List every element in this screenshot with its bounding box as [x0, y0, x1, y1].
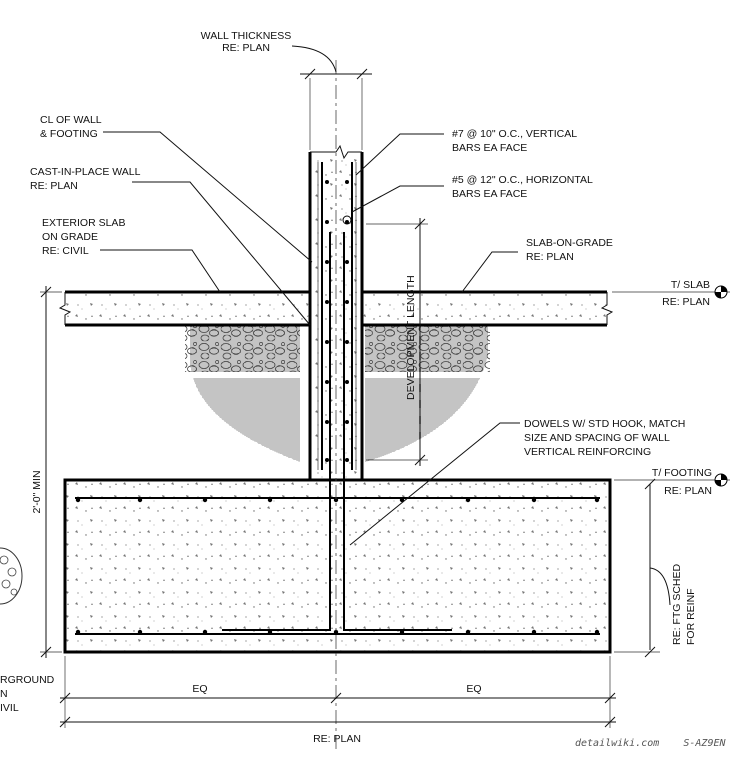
label-ftg-sched-2: FOR REINF — [685, 588, 697, 645]
label-cl-wall-1: CL OF WALL — [40, 114, 102, 126]
label-cast-wall-2: RE: PLAN — [30, 180, 78, 192]
dim-overall: RE: PLAN — [313, 733, 361, 745]
label-horiz-bars-1: #5 @ 12" O.C., HORIZONTAL — [452, 174, 593, 186]
t-footing-marker-icon — [714, 473, 728, 487]
slab-right — [362, 292, 607, 325]
slab-left — [65, 292, 310, 325]
label-ext-slab-1: EXTERIOR SLAB — [42, 217, 125, 229]
label-t-footing-2: RE: PLAN — [664, 485, 712, 497]
dim-min-depth: 2'-0" MIN — [31, 470, 43, 513]
label-cl-wall-2: & FOOTING — [40, 128, 98, 140]
label-sog-1: SLAB-ON-GRADE — [526, 237, 613, 249]
label-cast-wall-1: CAST-IN-PLACE WALL — [30, 166, 141, 178]
footing — [63, 478, 612, 654]
watermark: detailwiki.com S-AZ9EN — [575, 738, 726, 749]
label-ftg-sched-1: RE: FTG SCHED — [671, 563, 683, 645]
adjacent-pipe-section — [0, 547, 23, 605]
label-ext-slab-3: RE: CIVIL — [42, 245, 89, 257]
dim-eq-left: EQ — [192, 683, 207, 695]
label-sog-2: RE: PLAN — [526, 251, 574, 263]
dowel-right — [343, 232, 452, 631]
label-ext-slab-2: ON GRADE — [42, 231, 98, 243]
label-underground-3: IVIL — [0, 702, 19, 714]
dim-eq-right: EQ — [466, 683, 481, 695]
label-underground-1: RGROUND — [0, 674, 55, 686]
wall-horizontal-bars — [325, 180, 349, 462]
label-t-slab-2: RE: PLAN — [662, 296, 710, 308]
footing-bars — [75, 497, 600, 635]
label-wall-thickness-1: WALL THICKNESS — [201, 30, 292, 42]
label-underground-2: N — [0, 688, 8, 700]
label-t-slab-1: T/ SLAB — [671, 279, 710, 291]
label-dowels-1: DOWELS W/ STD HOOK, MATCH — [524, 418, 685, 430]
gravel-bed-right — [365, 325, 490, 372]
label-vert-bars-2: BARS EA FACE — [452, 142, 527, 154]
dowel-left — [222, 232, 331, 631]
dim-development-length: DEVELOPMENT LENGTH — [405, 275, 417, 400]
label-vert-bars-1: #7 @ 10" O.C., VERTICAL — [452, 128, 577, 140]
label-dowels-2: SIZE AND SPACING OF WALL — [524, 432, 670, 444]
t-slab-marker-icon — [714, 285, 728, 299]
gravel-bed-left — [185, 325, 300, 372]
label-dowels-3: VERTICAL REINFORCING — [524, 446, 651, 458]
label-horiz-bars-2: BARS EA FACE — [452, 188, 527, 200]
label-t-footing-1: T/ FOOTING — [652, 467, 712, 479]
label-wall-thickness-2: RE: PLAN — [222, 42, 270, 54]
